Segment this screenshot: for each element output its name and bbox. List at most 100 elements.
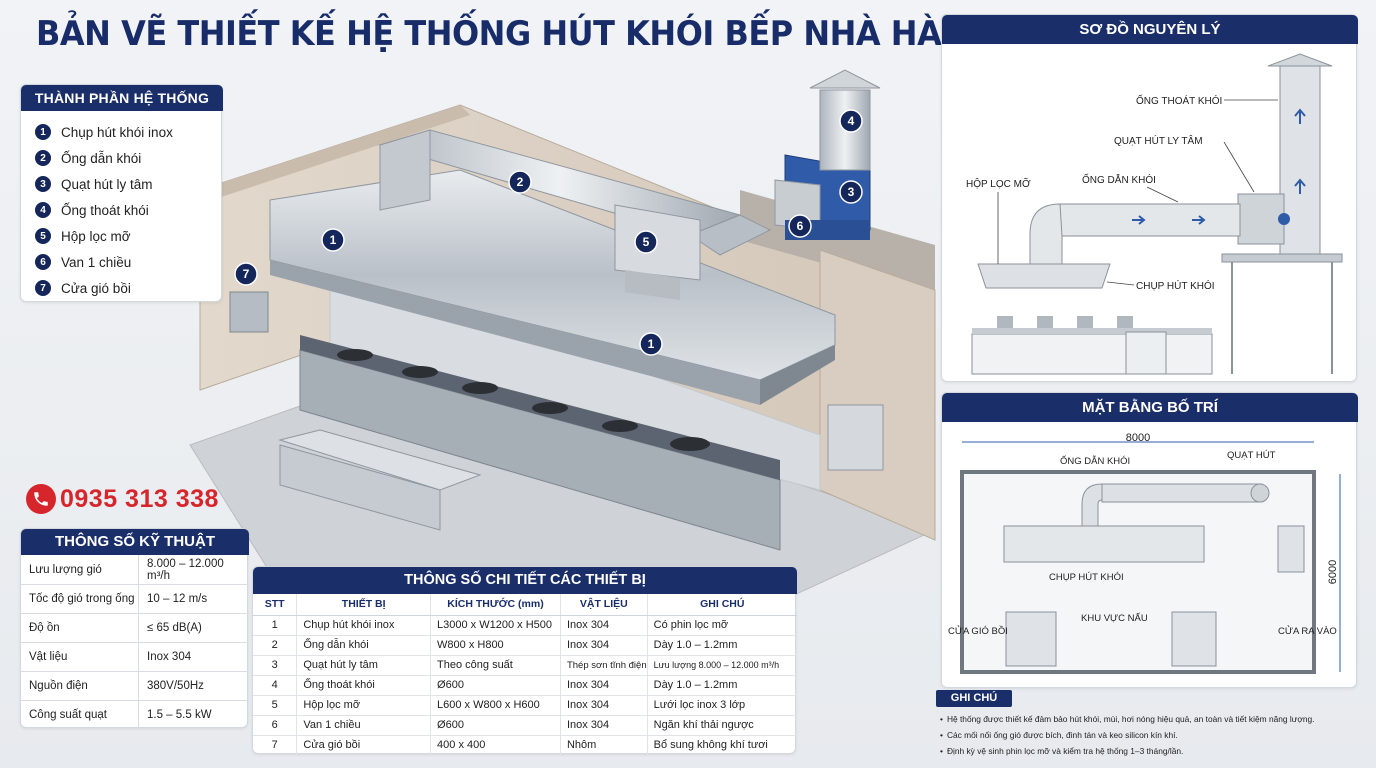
marker-duct-2-label: 2 [517,175,524,189]
table-cell: Bổ sung không khí tươi [646,734,797,755]
number-badge: 6 [35,254,51,270]
schematic-panel: SƠ ĐỒ NGUYÊN LÝ ỐNG THOÁT KHÓI [941,14,1358,382]
component-label: Chụp hút khói inox [61,124,173,140]
table-cell: Ngăn khí thải ngược [646,714,797,735]
equipment-detail-heading: THÔNG SỐ CHI TIẾT CÁC THIẾT BỊ [253,567,797,594]
layout-plan-panel: MẶT BẰNG BỐ TRÍ 8000 6000 ỐNG DẪN KHÓI Q… [941,392,1358,688]
marker-fan-3 [839,180,863,204]
marker-supply-7-label: 7 [243,267,250,281]
component-item: 5 Hộp lọc mỡ [35,223,173,249]
table-cell: Cửa gió bồi [296,734,431,755]
height-dimension: 6000 [1327,560,1339,584]
plan-label-fan: QUẠT HÚT [1227,450,1276,461]
spec-value: 380V/50Hz [147,680,204,692]
table-cell: Ø600 [430,674,561,695]
component-label: Cửa gió bồi [61,280,131,296]
table-cell: Theo công suất [430,654,561,675]
note-item: Các mối nối ống gió được bích, đinh tán … [940,727,1366,743]
number-badge: 5 [35,228,51,244]
table-cell: L3000 x W1200 x H500 [430,614,561,635]
table-cell: Thép sơn tĩnh điện [559,654,648,675]
table-cell: L600 x W800 x H600 [430,694,561,715]
label-duct: ỐNG DẪN KHÓI [1082,172,1156,186]
kitchen-exhaust-illustration: 1 2 3 4 5 6 7 1 [189,69,937,620]
column-header: GHI CHÚ [646,594,797,616]
note-item: Định kỳ vệ sinh phin lọc mỡ và kiểm tra … [940,743,1366,759]
notes-section: GHI CHÚ Hệ thống được thiết kế đảm bảo h… [936,690,1366,759]
marker-filter-5 [634,230,658,254]
plan-label-duct: ỐNG DẪN KHÓI [1060,455,1130,467]
page-title: BẢN VẼ THIẾT KẾ HỆ THỐNG HÚT KHÓI BẾP NH… [36,14,994,54]
table-cell: Van 1 chiều [296,714,431,735]
table-header-row: STT THIẾT BỊ KÍCH THƯỚC (mm) VẬT LIỆU GH… [253,594,797,616]
plan-label-air-supply: CỬA GIÓ BỒI [948,625,1008,637]
marker-hood-1b-label: 1 [648,337,655,351]
spec-row: Lưu lượng gió 8.000 – 12.000 m³/h [21,555,249,584]
component-label: Ống thoát khói [61,202,149,218]
marker-supply-7 [234,262,258,286]
table-cell: Inox 304 [559,674,648,695]
marker-duct-2 [508,170,532,194]
column-header: KÍCH THƯỚC (mm) [430,594,561,616]
marker-fan-3-label: 3 [848,185,855,199]
spec-key: Nguồn điện [21,672,139,700]
table-cell: Dày 1.0 – 1.2mm [646,634,797,655]
spec-value: ≤ 65 dB(A) [147,622,202,634]
component-label: Hộp lọc mỡ [61,228,131,244]
table-cell: Hộp lọc mỡ [296,694,431,715]
table-cell: Inox 304 [559,614,648,635]
spec-key: Vật liệu [21,643,139,671]
number-badge: 3 [35,176,51,192]
table-cell: Chụp hút khói inox [296,614,431,635]
spec-key: Công suất quạt [21,701,139,729]
phone-contact[interactable]: 0935 313 338 [26,483,219,515]
specs-table: Lưu lượng gió 8.000 – 12.000 m³/h Tốc độ … [21,555,249,729]
marker-stack-4-label: 4 [848,114,855,128]
column-header: VẬT LIỆU [559,594,648,616]
layout-plan-diagram: 8000 6000 ỐNG DẪN KHÓI QUẠT HÚT CHỤP HÚT… [948,432,1341,674]
note-item: Hệ thống được thiết kế đảm bảo hút khói,… [940,711,1366,727]
schematic-diagram: ỐNG THOÁT KHÓI QUẠT HÚT LY TÂM HỘP LỌC M… [966,53,1343,375]
spec-key: Độ ồn [21,614,139,642]
table-cell: Lưới lọc inox 3 lớp [646,694,797,715]
marker-valve-6 [788,214,812,238]
table-cell: 7 [253,734,297,755]
marker-stack-4 [839,109,863,133]
table-cell: 2 [253,634,297,655]
equipment-detail-panel: THÔNG SỐ CHI TIẾT CÁC THIẾT BỊ STT THIẾT… [252,566,797,755]
spec-row: Độ ồn ≤ 65 dB(A) [21,613,249,642]
marker-valve-6-label: 6 [797,219,804,233]
table-cell: Quạt hút ly tâm [296,654,431,675]
phone-number: 0935 313 338 [60,484,219,513]
marker-hood-1 [321,228,345,252]
spec-value: 8.000 – 12.000 m³/h [147,557,224,582]
marker-filter-5-label: 5 [643,235,650,249]
table-cell: W800 x H800 [430,634,561,655]
layout-plan-heading: MẶT BẰNG BỐ TRÍ [942,393,1358,422]
column-header: STT [253,594,297,616]
notes-list: Hệ thống được thiết kế đảm bảo hút khói,… [936,711,1366,759]
marker-hood-1b [639,332,663,356]
spec-key: Lưu lượng gió [21,555,139,584]
table-cell: Ø600 [430,714,561,735]
table-cell: Inox 304 [559,634,648,655]
table-cell: Nhôm [559,734,648,755]
spec-key: Tốc độ gió trong ống [21,585,139,613]
component-label: Ống dẫn khói [61,150,142,166]
marker-hood-1-label: 1 [330,233,337,247]
column-header: THIẾT BỊ [296,594,431,616]
number-badge: 2 [35,150,51,166]
table-cell: Inox 304 [559,714,648,735]
